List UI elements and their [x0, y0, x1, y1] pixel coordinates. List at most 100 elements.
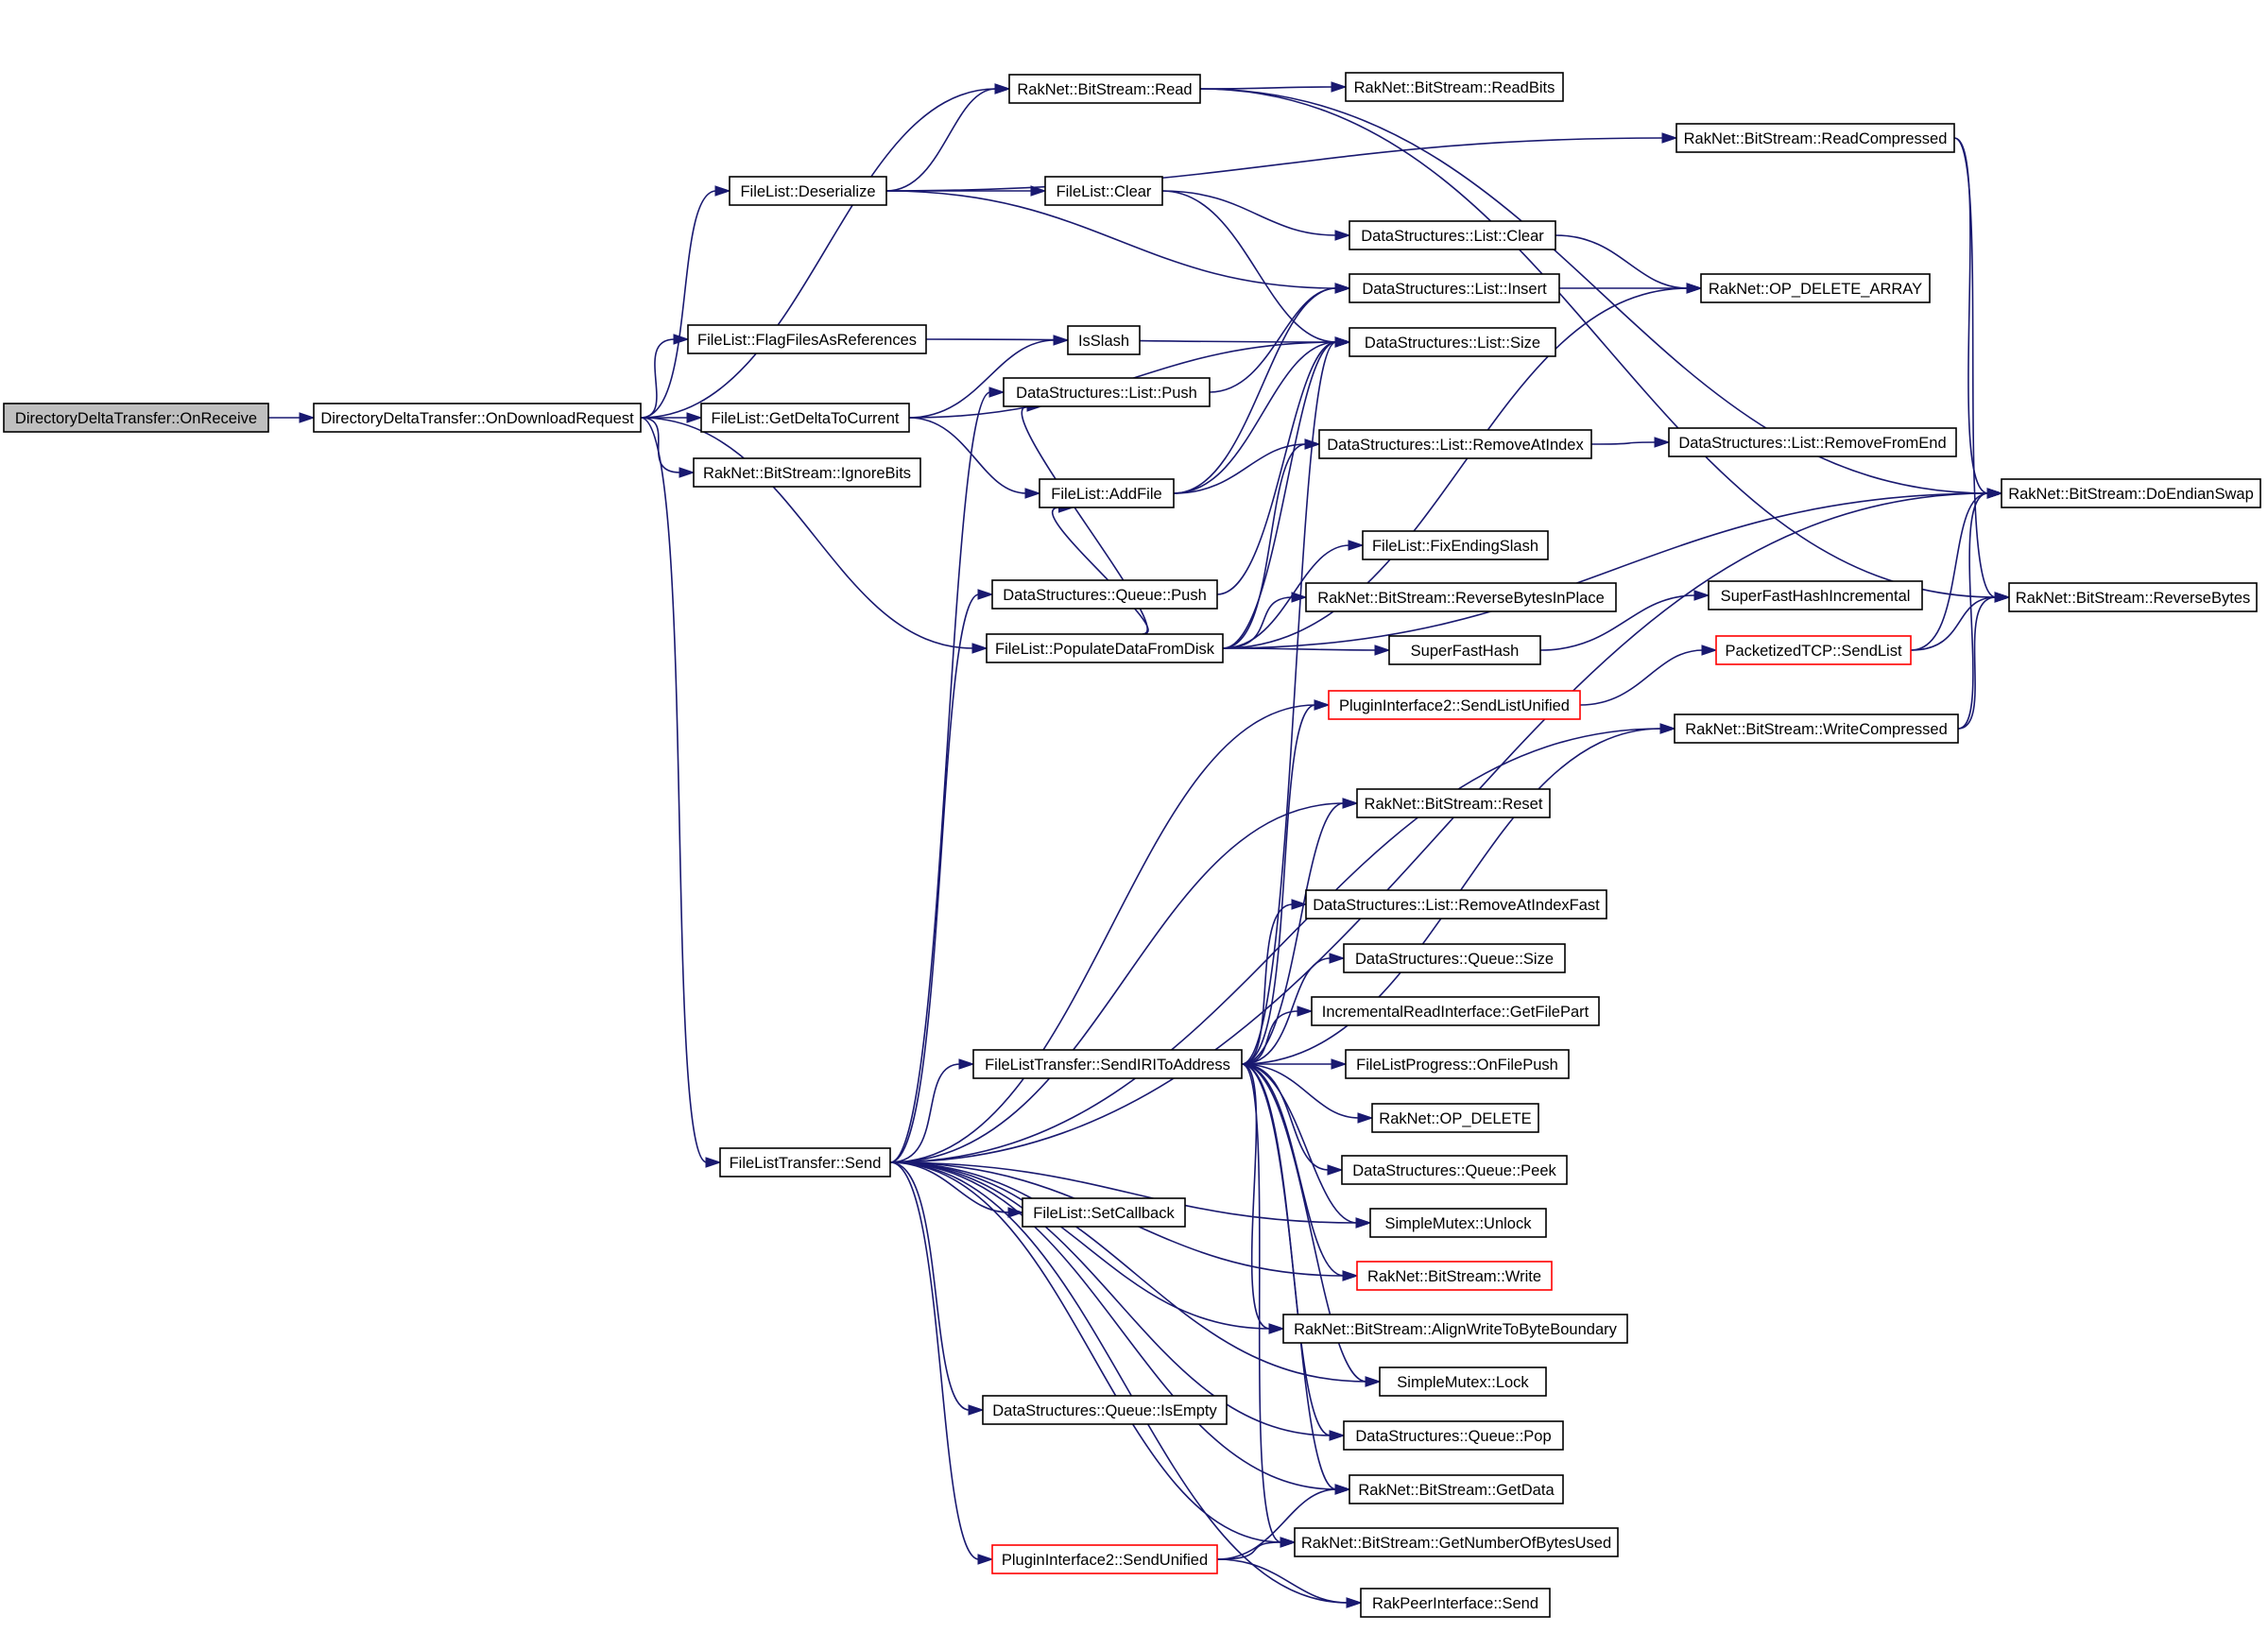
node-box[interactable]: [1067, 325, 1141, 355]
node-box[interactable]: [972, 1049, 1243, 1079]
node-box[interactable]: [1349, 327, 1556, 357]
node-box[interactable]: [729, 176, 887, 206]
node-box[interactable]: [2001, 478, 2261, 508]
node-sfhinc[interactable]: SuperFastHashIncremental: [1708, 580, 1923, 610]
node-fixslash[interactable]: FileList::FixEndingSlash: [1362, 530, 1549, 560]
node-sendiri[interactable]: FileListTransfer::SendIRIToAddress: [972, 1049, 1243, 1079]
node-box[interactable]: [719, 1147, 891, 1177]
node-align[interactable]: RakNet::BitStream::AlignWriteToByteBound…: [1282, 1314, 1628, 1344]
node-write[interactable]: RakNet::BitStream::Write: [1356, 1261, 1553, 1291]
node-lock[interactable]: SimpleMutex::Lock: [1379, 1366, 1547, 1397]
node-box[interactable]: [982, 1395, 1228, 1425]
node-box[interactable]: [1008, 74, 1201, 104]
node-box[interactable]: [1360, 1588, 1551, 1618]
node-box[interactable]: [700, 403, 910, 433]
node-box[interactable]: [1318, 429, 1592, 459]
node-box[interactable]: [1345, 72, 1564, 102]
node-box[interactable]: [1044, 176, 1163, 206]
node-onfilepush[interactable]: FileListProgress::OnFilePush: [1345, 1049, 1570, 1079]
node-dslinsert[interactable]: DataStructures::List::Insert: [1349, 273, 1560, 303]
node-box[interactable]: [3, 403, 269, 433]
node-box[interactable]: [986, 633, 1224, 663]
node-box[interactable]: [693, 457, 921, 488]
node-ptcpsend[interactable]: PacketizedTCP::SendList: [1715, 635, 1912, 665]
node-reset[interactable]: RakNet::BitStream::Reset: [1356, 788, 1551, 818]
node-box[interactable]: [1371, 1103, 1539, 1133]
node-addfile[interactable]: FileList::AddFile: [1039, 478, 1175, 508]
node-qpush[interactable]: DataStructures::Queue::Push: [991, 579, 1218, 610]
node-removefast[interactable]: DataStructures::List::RemoveAtIndexFast: [1305, 889, 1607, 920]
node-revinplace[interactable]: RakNet::BitStream::ReverseBytesInPlace: [1305, 582, 1617, 612]
node-readbits[interactable]: RakNet::BitStream::ReadBits: [1345, 72, 1564, 102]
node-removeatindex[interactable]: DataStructures::List::RemoveAtIndex: [1318, 429, 1592, 459]
node-flagfiles[interactable]: FileList::FlagFilesAsReferences: [687, 324, 927, 354]
node-dslpush[interactable]: DataStructures::List::Push: [1003, 377, 1211, 407]
node-box[interactable]: [1356, 1261, 1553, 1291]
node-deserialize[interactable]: FileList::Deserialize: [729, 176, 887, 206]
node-setcallback[interactable]: FileList::SetCallback: [1022, 1197, 1186, 1228]
node-doendian[interactable]: RakNet::BitStream::DoEndianSwap: [2001, 478, 2261, 508]
node-box[interactable]: [1356, 788, 1551, 818]
node-box[interactable]: [1311, 996, 1600, 1026]
node-populate[interactable]: FileList::PopulateDataFromDisk: [986, 633, 1224, 663]
node-unlock[interactable]: SimpleMutex::Unlock: [1369, 1208, 1547, 1238]
node-getfilepart[interactable]: IncrementalReadInterface::GetFilePart: [1311, 996, 1600, 1026]
node-box[interactable]: [1003, 377, 1211, 407]
node-box[interactable]: [1341, 1155, 1568, 1185]
node-box[interactable]: [1343, 1420, 1564, 1451]
node-removefromend[interactable]: DataStructures::List::RemoveFromEnd: [1668, 427, 1957, 457]
node-box[interactable]: [1379, 1366, 1547, 1397]
node-box[interactable]: [1345, 1049, 1570, 1079]
node-opdelarr[interactable]: RakNet::OP_DELETE_ARRAY: [1700, 273, 1931, 303]
node-ondownload[interactable]: DirectoryDeltaTransfer::OnDownloadReques…: [313, 403, 642, 433]
node-getdata[interactable]: RakNet::BitStream::GetData: [1349, 1474, 1564, 1504]
node-read[interactable]: RakNet::BitStream::Read: [1008, 74, 1201, 104]
node-dslsize[interactable]: DataStructures::List::Size: [1349, 327, 1556, 357]
node-onreceive[interactable]: DirectoryDeltaTransfer::OnReceive: [3, 403, 269, 433]
node-qisempty[interactable]: DataStructures::Queue::IsEmpty: [982, 1395, 1228, 1425]
node-box[interactable]: [1294, 1527, 1619, 1557]
node-box[interactable]: [1022, 1197, 1186, 1228]
node-isslash[interactable]: IsSlash: [1067, 325, 1141, 355]
node-box[interactable]: [1674, 713, 1959, 744]
node-box[interactable]: [687, 324, 927, 354]
node-opdelete[interactable]: RakNet::OP_DELETE: [1371, 1103, 1539, 1133]
node-revbytes[interactable]: RakNet::BitStream::ReverseBytes: [2008, 582, 2258, 612]
node-box[interactable]: [1305, 582, 1617, 612]
node-box[interactable]: [1039, 478, 1175, 508]
node-sfh[interactable]: SuperFastHash: [1388, 635, 1541, 665]
node-box[interactable]: [1675, 123, 1955, 153]
node-getdelta[interactable]: FileList::GetDeltaToCurrent: [700, 403, 910, 433]
node-qpop[interactable]: DataStructures::Queue::Pop: [1343, 1420, 1564, 1451]
node-flclear[interactable]: FileList::Clear: [1044, 176, 1163, 206]
node-qsize[interactable]: DataStructures::Queue::Size: [1343, 943, 1566, 973]
node-box[interactable]: [1349, 1474, 1564, 1504]
node-box[interactable]: [1349, 273, 1560, 303]
node-rpsend[interactable]: RakPeerInterface::Send: [1360, 1588, 1551, 1618]
node-box[interactable]: [2008, 582, 2258, 612]
node-box[interactable]: [991, 579, 1218, 610]
node-box[interactable]: [1328, 690, 1581, 720]
node-flsend[interactable]: FileListTransfer::Send: [719, 1147, 891, 1177]
node-box[interactable]: [1715, 635, 1912, 665]
node-writecomp[interactable]: RakNet::BitStream::WriteCompressed: [1674, 713, 1959, 744]
node-readcomp[interactable]: RakNet::BitStream::ReadCompressed: [1675, 123, 1955, 153]
node-sendunified[interactable]: PluginInterface2::SendUnified: [991, 1544, 1218, 1574]
node-box[interactable]: [1362, 530, 1549, 560]
node-getnumbytes[interactable]: RakNet::BitStream::GetNumberOfBytesUsed: [1294, 1527, 1619, 1557]
node-box[interactable]: [1668, 427, 1957, 457]
node-box[interactable]: [1305, 889, 1607, 920]
node-box[interactable]: [1388, 635, 1541, 665]
node-box[interactable]: [1343, 943, 1566, 973]
node-box[interactable]: [313, 403, 642, 433]
node-sendlistunified[interactable]: PluginInterface2::SendListUnified: [1328, 690, 1581, 720]
node-dslclear[interactable]: DataStructures::List::Clear: [1349, 220, 1556, 250]
node-box[interactable]: [1282, 1314, 1628, 1344]
node-box[interactable]: [1708, 580, 1923, 610]
node-ignorebits[interactable]: RakNet::BitStream::IgnoreBits: [693, 457, 921, 488]
node-box[interactable]: [1700, 273, 1931, 303]
node-box[interactable]: [1369, 1208, 1547, 1238]
node-qpeek[interactable]: DataStructures::Queue::Peek: [1341, 1155, 1568, 1185]
node-box[interactable]: [1349, 220, 1556, 250]
node-box[interactable]: [991, 1544, 1218, 1574]
